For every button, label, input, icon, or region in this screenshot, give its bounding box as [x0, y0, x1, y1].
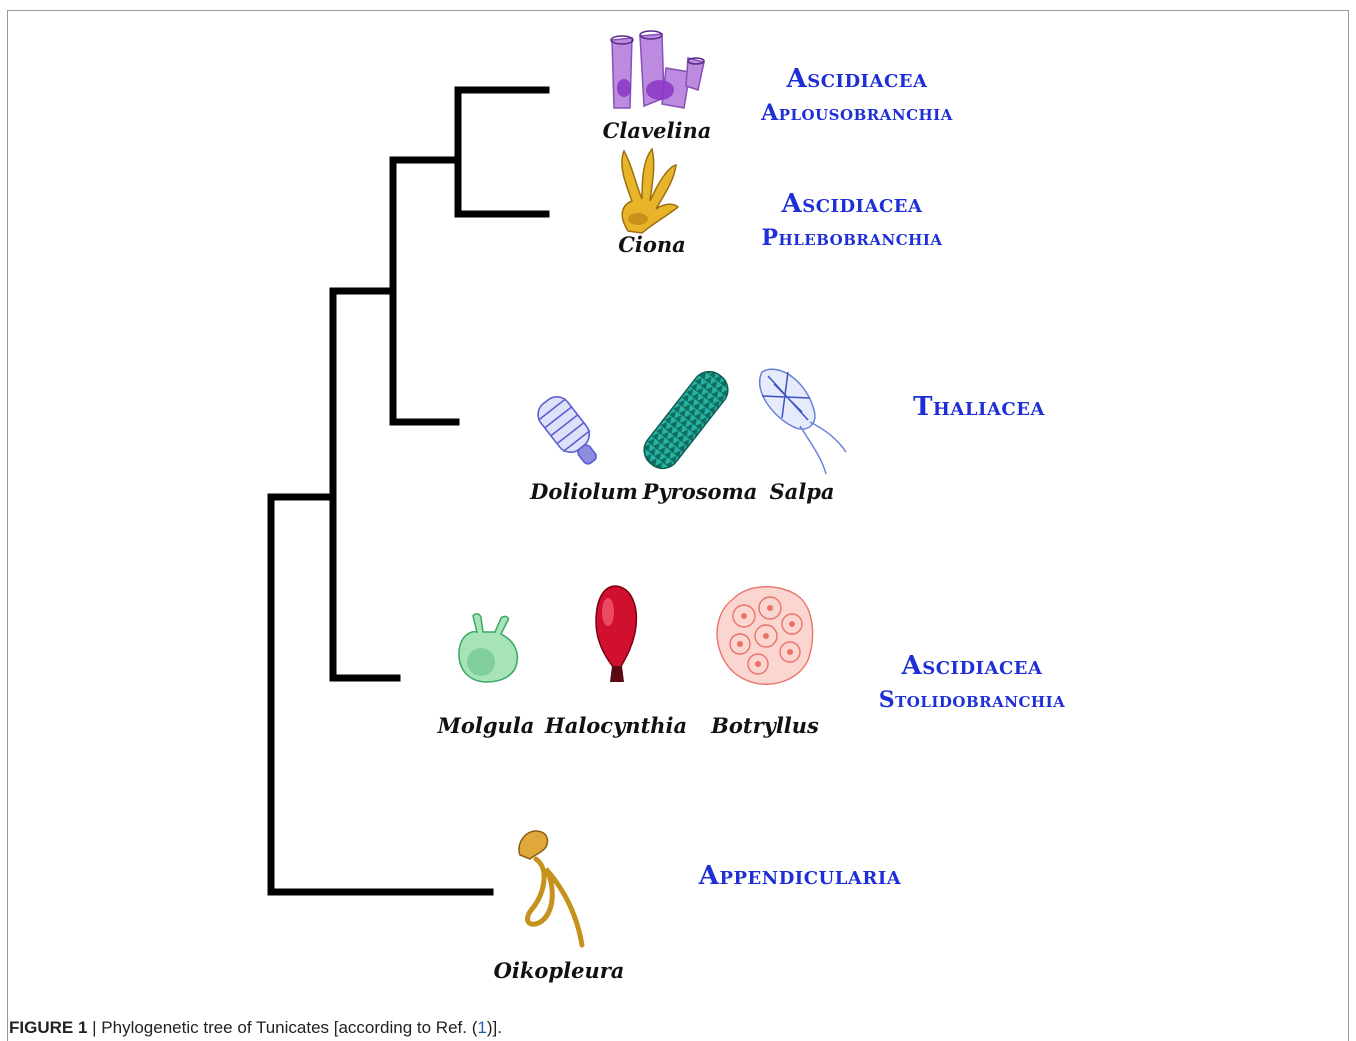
figure-number: FIGURE 1	[9, 1018, 87, 1037]
salpa-illustration	[748, 362, 850, 478]
clade-order-name: Phlebobranchia	[752, 227, 952, 249]
species-label-ciona: Ciona	[618, 232, 686, 257]
pyrosoma-illustration	[634, 370, 738, 470]
clade-class-name: Ascidiacea	[867, 653, 1077, 679]
species-label-salpa: Salpa	[769, 479, 834, 504]
clade-label-appendicularia: Appendicularia	[686, 863, 914, 889]
clade-label-aplousobranchia: Ascidiacea Aplousobranchia	[757, 66, 957, 124]
reference-link[interactable]: 1	[477, 1018, 486, 1037]
clade-order-name: Stolidobranchia	[867, 689, 1077, 711]
species-label-oikopleura: Oikopleura	[494, 958, 625, 983]
caption-text: Phylogenetic tree of Tunicates [accordin…	[101, 1018, 477, 1037]
species-label-clavelina: Clavelina	[603, 118, 712, 143]
clade-class-name: Thaliacea	[904, 394, 1054, 420]
species-label-doliolum: Doliolum	[530, 479, 638, 504]
species-label-halocynthia: Halocynthia	[545, 713, 687, 738]
caption-text-end: )].	[487, 1018, 502, 1037]
doliolum-illustration	[528, 385, 612, 477]
caption-separator: |	[87, 1018, 101, 1037]
species-label-molgula: Molgula	[438, 713, 535, 738]
clade-class-name: Ascidiacea	[757, 66, 957, 92]
species-label-pyrosoma: Pyrosoma	[643, 479, 758, 504]
oikopleura-illustration	[510, 825, 600, 953]
halocynthia-illustration	[588, 582, 644, 686]
clade-label-stolidobranchia: Ascidiacea Stolidobranchia	[867, 653, 1077, 711]
species-label-botryllus: Botryllus	[711, 713, 819, 738]
molgula-illustration	[451, 610, 527, 686]
clade-class-name: Appendicularia	[686, 863, 914, 889]
clade-label-thaliacea: Thaliacea	[904, 394, 1054, 420]
botryllus-illustration	[712, 580, 818, 692]
clavelina-illustration	[600, 28, 720, 120]
figure-caption: FIGURE 1 | Phylogenetic tree of Tunicate…	[9, 1018, 502, 1038]
clade-order-name: Aplousobranchia	[757, 102, 957, 124]
clade-label-phlebobranchia: Ascidiacea Phlebobranchia	[752, 191, 952, 249]
ciona-illustration	[608, 145, 688, 237]
clade-class-name: Ascidiacea	[752, 191, 952, 217]
